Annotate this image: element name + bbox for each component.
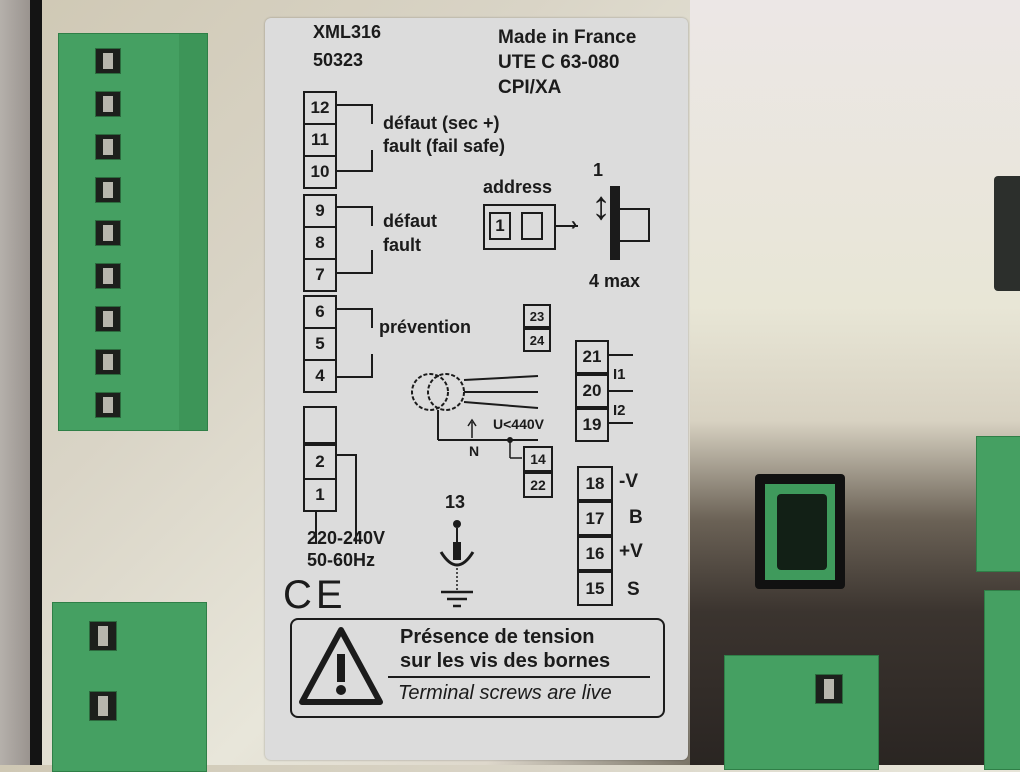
current-transformer-icon bbox=[411, 373, 539, 459]
terminal-6: 6 bbox=[303, 295, 337, 329]
terminal-15: 15 bbox=[577, 571, 613, 606]
panel-gap bbox=[30, 0, 42, 765]
origin-text: Made in France bbox=[498, 27, 637, 48]
terminal-12: 12 bbox=[303, 91, 337, 125]
terminal-16: 16 bbox=[577, 536, 613, 571]
terminal-empty bbox=[303, 406, 337, 444]
terminal-8: 8 bbox=[303, 226, 337, 260]
bus-label-neg-v: -V bbox=[619, 471, 638, 492]
warning-triangle-icon bbox=[299, 627, 383, 705]
address-switch bbox=[483, 204, 556, 250]
relay1-label-fr: défaut (sec +) bbox=[383, 113, 500, 133]
terminal-24: 24 bbox=[523, 328, 551, 352]
product-code: 50323 bbox=[313, 50, 364, 70]
warning-line1: Présence de tension bbox=[400, 626, 595, 648]
terminal-block-bottom-right[interactable] bbox=[724, 655, 879, 770]
terminal-7: 7 bbox=[303, 258, 337, 292]
relay2-label-en: fault bbox=[383, 235, 421, 255]
power-frequency: 50-60Hz bbox=[307, 550, 376, 570]
terminal-22: 22 bbox=[523, 472, 553, 498]
terminal-block-right-upper[interactable] bbox=[976, 436, 1020, 572]
earth-ground-icon bbox=[439, 520, 475, 608]
input-i1: I1 bbox=[613, 366, 626, 383]
terminal-block-bottom-left[interactable] bbox=[52, 602, 207, 772]
terminal-19: 19 bbox=[575, 408, 609, 442]
standard-text: UTE C 63-080 bbox=[498, 52, 620, 73]
two-pin-socket[interactable] bbox=[755, 474, 845, 589]
power-voltage: 220-240V bbox=[307, 528, 386, 548]
terminal-20: 20 bbox=[575, 374, 609, 408]
prevention-label: prévention bbox=[379, 317, 472, 337]
terminal-block-9-pole[interactable] bbox=[58, 33, 208, 431]
relay1-label-en: fault (fail safe) bbox=[383, 136, 506, 156]
terminal-18: 18 bbox=[577, 466, 613, 501]
dip-switch-window[interactable] bbox=[994, 176, 1020, 291]
terminal-10: 10 bbox=[303, 155, 337, 189]
model-number: XML316 bbox=[313, 22, 382, 42]
terminal-23: 23 bbox=[523, 304, 551, 328]
address-title: address bbox=[483, 177, 553, 197]
terminal-11: 11 bbox=[303, 123, 337, 157]
voltage-limit: U<440V bbox=[493, 416, 544, 432]
terminal-5: 5 bbox=[303, 327, 337, 361]
metal-panel bbox=[690, 0, 1020, 765]
address-digit-empty bbox=[521, 212, 543, 240]
terminal-block-right-lower[interactable] bbox=[984, 590, 1020, 770]
terminal-17: 17 bbox=[577, 501, 613, 536]
relay2-label-fr: défaut bbox=[383, 211, 437, 231]
cert-text: CPI/XA bbox=[498, 77, 562, 98]
neutral-label: N bbox=[469, 443, 480, 459]
terminal-4: 4 bbox=[303, 359, 337, 393]
arrow-right-icon: › bbox=[571, 214, 577, 234]
address-range-bottom: 4 max bbox=[589, 271, 641, 291]
ce-mark: CE bbox=[283, 573, 347, 617]
bus-label-b: B bbox=[629, 507, 643, 528]
warning-line3: Terminal screws are live bbox=[398, 682, 612, 704]
terminal-9: 9 bbox=[303, 194, 337, 228]
live-terminal-warning: Présence de tension sur les vis des born… bbox=[290, 618, 665, 718]
earth-terminal-number: 13 bbox=[445, 492, 466, 512]
warning-line2: sur les vis des bornes bbox=[400, 650, 611, 672]
address-range-top: 1 bbox=[593, 160, 604, 180]
address-digit: 1 bbox=[489, 212, 511, 240]
terminal-2: 2 bbox=[303, 444, 337, 480]
terminal-21: 21 bbox=[575, 340, 609, 374]
metal-rail bbox=[0, 0, 30, 765]
input-i2: I2 bbox=[613, 402, 626, 419]
bus-label-pos-v: +V bbox=[619, 541, 643, 562]
wiring-label: XML316 50323 Made in France UTE C 63-080… bbox=[265, 18, 688, 760]
rotary-switch-icon bbox=[610, 186, 620, 260]
terminal-1: 1 bbox=[303, 478, 337, 512]
updown-arrow-icon: ↕ bbox=[591, 184, 611, 228]
bus-label-s: S bbox=[627, 579, 640, 600]
terminal-14: 14 bbox=[523, 446, 553, 472]
